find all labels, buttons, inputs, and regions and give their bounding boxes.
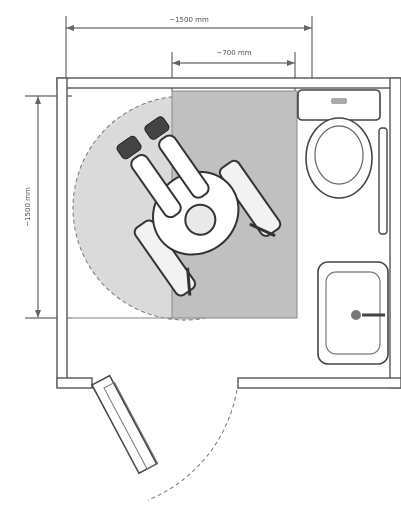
room-walls — [56, 77, 401, 389]
clear-depth-label: ~1500 mm — [24, 187, 32, 227]
wheelchair-user-icon — [116, 116, 282, 297]
overall-width-label: ~1500 mm — [169, 16, 209, 24]
door-icon — [90, 374, 239, 501]
sink-icon — [317, 261, 389, 365]
overall-width-dimension — [65, 16, 313, 80]
grab-bar-icon — [378, 127, 388, 235]
center-width-dimension — [171, 52, 296, 92]
center-width-label: ~700 mm — [216, 49, 251, 57]
toilet-icon — [297, 89, 381, 199]
